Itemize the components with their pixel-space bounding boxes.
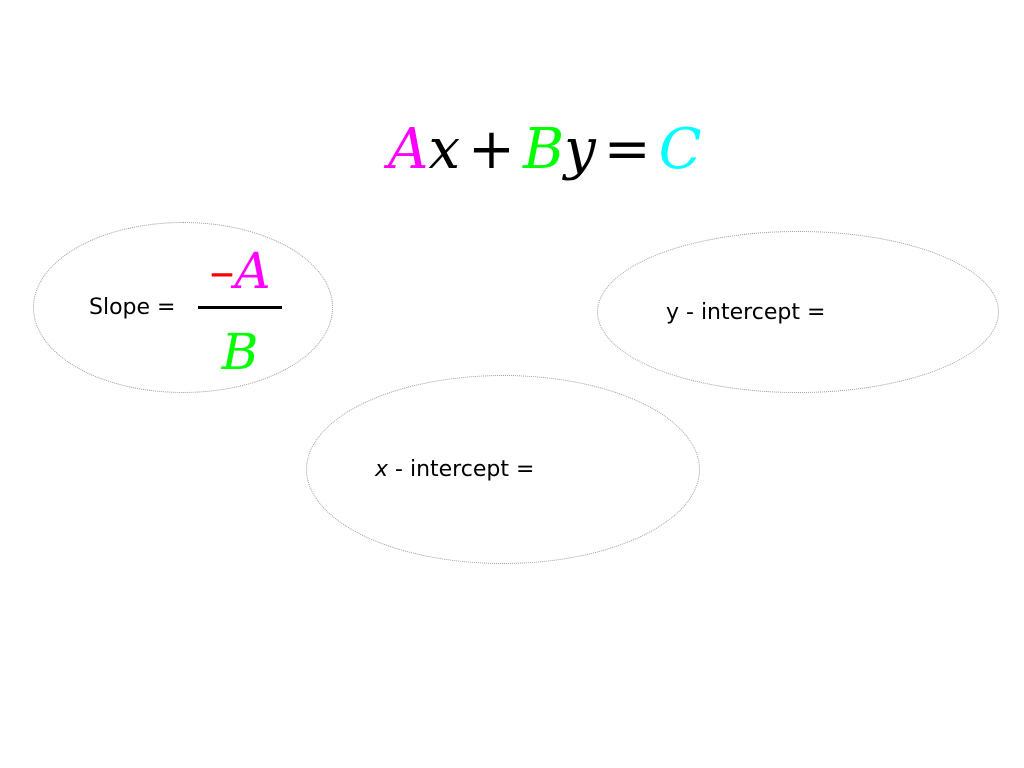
slope-fraction: –A B bbox=[196, 240, 284, 381]
slope-ellipse bbox=[33, 222, 333, 393]
fraction-numerator: –A bbox=[196, 240, 284, 302]
coefficient-b: B bbox=[522, 117, 565, 182]
numerator-a: A bbox=[234, 242, 271, 300]
x-intercept-text: - intercept = bbox=[388, 457, 535, 482]
variable-y: y bbox=[564, 117, 596, 182]
coefficient-a: A bbox=[388, 117, 429, 182]
standard-form-equation: Ax+By=C bbox=[388, 112, 702, 188]
constant-c: C bbox=[658, 117, 702, 182]
slope-label: Slope = bbox=[89, 295, 176, 320]
y-intercept-label: y - intercept = bbox=[666, 300, 826, 325]
minus-sign: – bbox=[209, 242, 235, 300]
y-intercept-ellipse bbox=[597, 231, 999, 393]
equals-sign: = bbox=[603, 117, 651, 182]
x-intercept-label: x - intercept = bbox=[375, 456, 534, 484]
fraction-bar bbox=[198, 306, 282, 309]
x-intercept-ellipse bbox=[306, 375, 700, 564]
denominator-b: B bbox=[221, 323, 259, 381]
plus-sign: + bbox=[468, 117, 515, 182]
variable-x: x bbox=[428, 117, 461, 182]
x-intercept-var: x bbox=[375, 457, 389, 482]
